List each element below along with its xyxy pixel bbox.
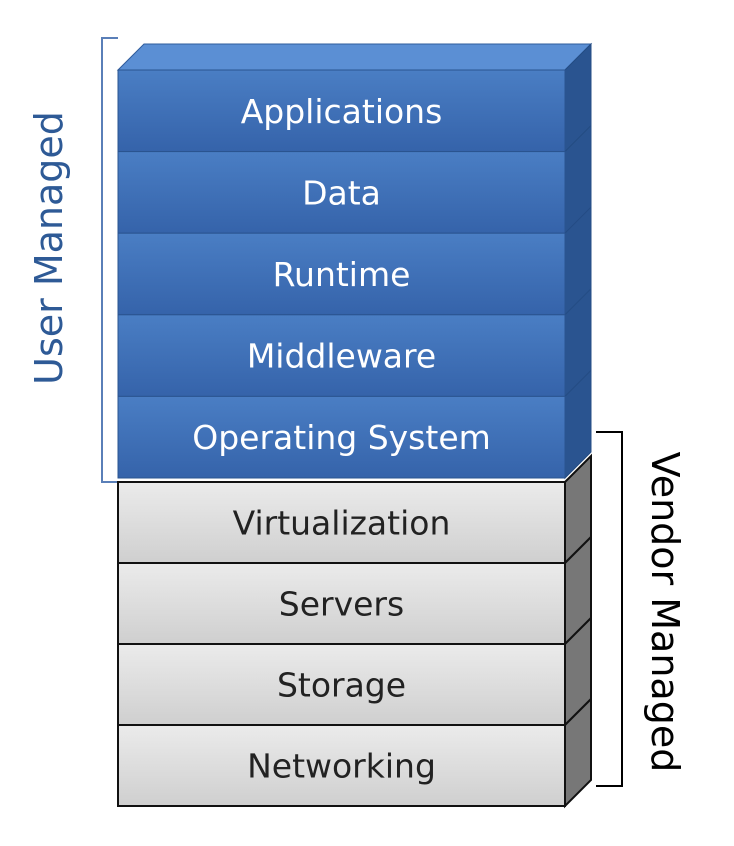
layer-virtualization — [117, 481, 566, 564]
user-managed-bracket — [101, 37, 118, 483]
layer-label-operating-system: Operating System — [192, 418, 491, 457]
layer-label-storage: Storage — [277, 666, 406, 705]
layer-label-applications: Applications — [241, 92, 443, 131]
layer-networking — [117, 724, 566, 807]
layer-applications — [117, 69, 566, 153]
layer-middleware — [117, 314, 566, 397]
layer-label-middleware: Middleware — [247, 337, 436, 376]
layer-servers — [117, 562, 566, 645]
layer-label-runtime: Runtime — [273, 255, 411, 294]
user-managed-label: User Managed — [27, 111, 71, 385]
layer-label-virtualization: Virtualization — [233, 504, 451, 543]
layer-label-data: Data — [302, 173, 381, 212]
layer-stack: ApplicationsDataRuntimeMiddlewareOperati… — [116, 42, 593, 809]
layer-storage — [117, 643, 566, 726]
vendor-managed-bracket — [596, 431, 623, 787]
stack-top-cap — [116, 43, 593, 71]
layer-label-networking: Networking — [247, 747, 436, 786]
vendor-managed-label: Vendor Managed — [643, 452, 687, 773]
layer-runtime — [117, 232, 566, 316]
layer-operating-system — [117, 395, 566, 479]
layer-label-servers: Servers — [279, 585, 404, 624]
